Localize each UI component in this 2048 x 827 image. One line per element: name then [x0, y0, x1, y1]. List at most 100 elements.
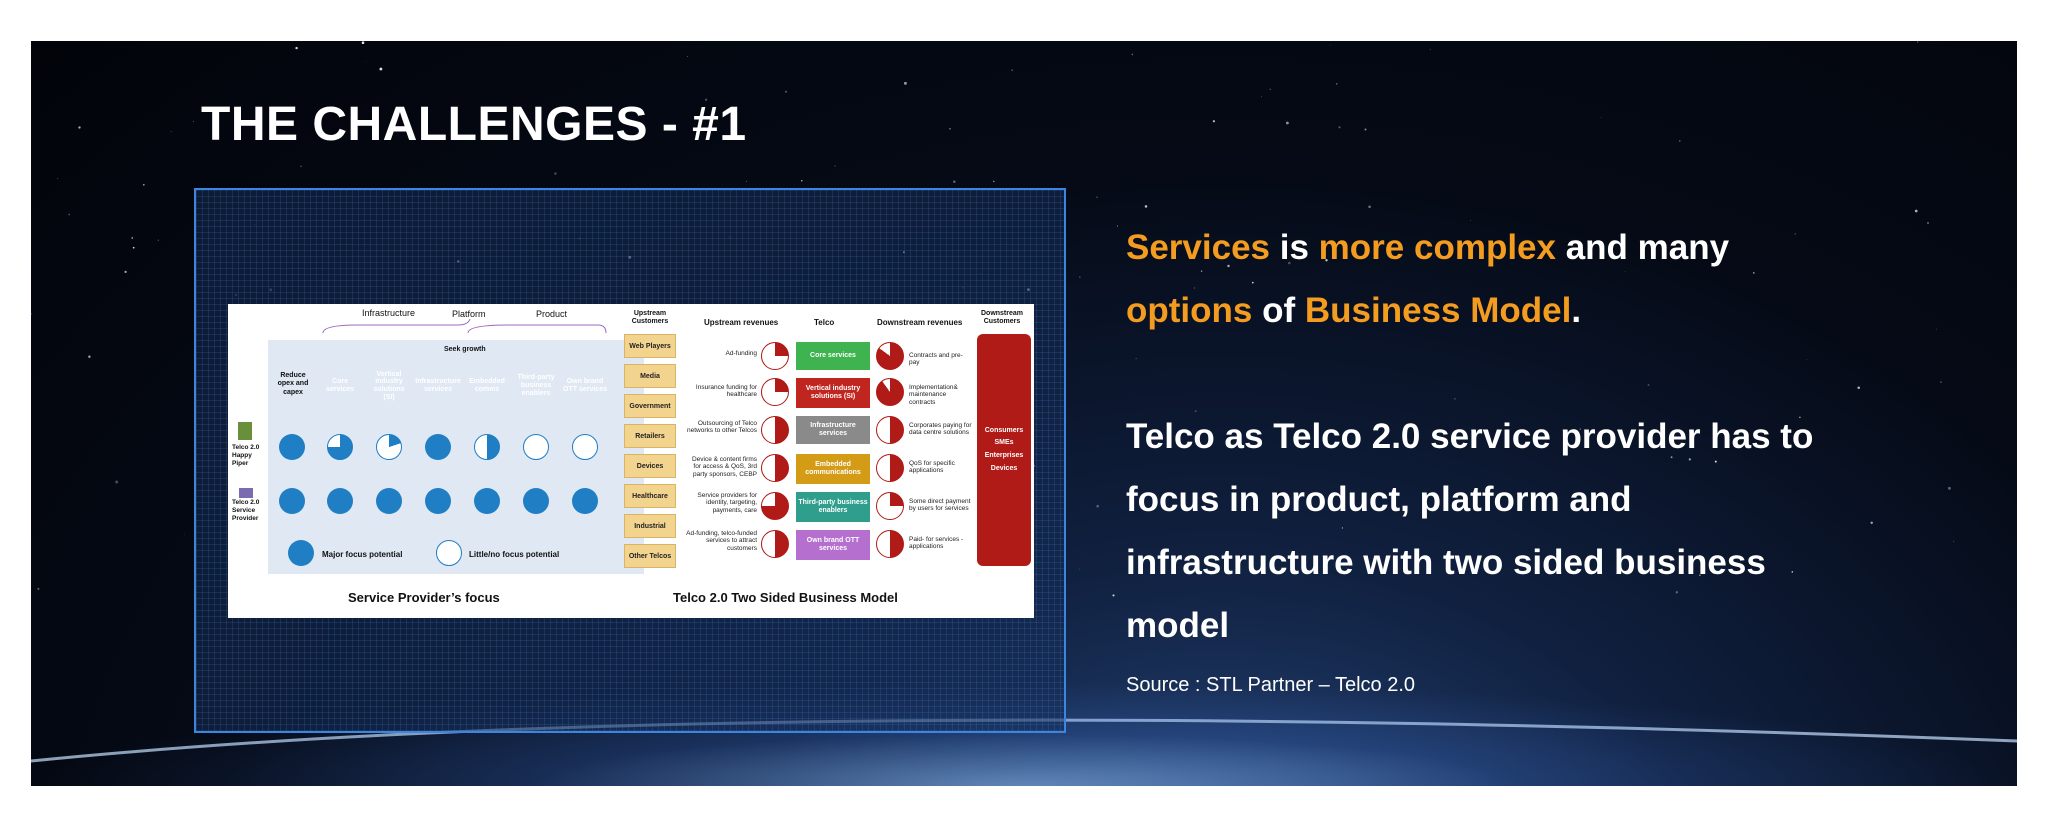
body-line: Telco as Telco 2.0 service provider has … [1126, 417, 1814, 456]
star [1079, 568, 1081, 570]
star [1335, 83, 1338, 85]
column-vertical-industry: Vertical industry solutions (SI) [373, 370, 405, 401]
downstream-revenue-label: Contracts and pre-pay [909, 352, 963, 367]
downstream-customer: Devices [990, 464, 1018, 472]
highlight-options: options [1126, 291, 1253, 330]
star [953, 180, 956, 183]
column-third-party: Third-party business enablers [517, 374, 555, 397]
star [687, 56, 688, 57]
telco-diagram: Infrastructure Platform Product Seek gro… [228, 304, 1034, 618]
star [1282, 247, 1284, 250]
upstream-revenue-label: Service providers for identity, targetin… [697, 492, 757, 514]
upstream-customer: Media [624, 364, 676, 388]
star [1325, 259, 1328, 262]
upstream-customer: Government [624, 394, 676, 418]
focus-circle [376, 434, 402, 460]
upstream-revenue-label: Ad-funding [725, 350, 757, 357]
star [1794, 233, 1796, 235]
telco-service-box: Core services [796, 342, 870, 370]
star [1116, 225, 1118, 227]
star [37, 587, 40, 590]
star [131, 237, 133, 239]
star [1600, 117, 1602, 118]
telco-service-box: Vertical industry solutions (SI) [796, 378, 870, 408]
downstream-revenue-label: Implementation& maintenance contracts [909, 384, 958, 406]
star [132, 246, 135, 249]
star [57, 177, 59, 179]
upstream-revenue-label: Outsourcing of Telco networks to other T… [687, 420, 757, 435]
star [325, 134, 327, 136]
row-label-service-provider: Telco 2.0 Service Provider [232, 499, 260, 522]
downstream-pie [876, 454, 904, 482]
star [1144, 205, 1148, 208]
star [1131, 53, 1133, 56]
focus-circle [327, 488, 353, 514]
star [1341, 527, 1343, 529]
telco-service-box: Embedded communications [796, 454, 870, 484]
star [1953, 540, 1955, 542]
star [142, 183, 145, 186]
upstream-customer: Devices [624, 454, 676, 478]
downstream-revenues-header: Downstream revenues [877, 318, 963, 327]
telco-service-box: Own brand OTT services [796, 530, 870, 560]
star [1914, 209, 1918, 213]
star [785, 90, 787, 93]
star [1936, 328, 1937, 330]
star [1699, 574, 1701, 576]
focus-circle [376, 488, 402, 514]
star [1344, 318, 1348, 322]
star [31, 312, 33, 315]
headline-text: of [1252, 291, 1305, 330]
right-caption: Telco 2.0 Two Sided Business Model [673, 590, 898, 605]
slide: THE CHALLENGES - #1 Infrastructure Platf… [31, 41, 2017, 786]
star [1227, 264, 1230, 268]
focus-circle [523, 488, 549, 514]
star [1212, 120, 1216, 123]
focus-circle [425, 434, 451, 460]
star [1940, 381, 1942, 383]
telco-header: Telco [814, 318, 835, 327]
star [1096, 504, 1100, 508]
row-label-happy-piper: Telco 2.0 Happy Piper [232, 444, 260, 467]
star [801, 180, 803, 182]
downstream-pie [876, 342, 904, 370]
star [1485, 316, 1487, 318]
star [1193, 287, 1195, 289]
star [295, 46, 298, 50]
star [1857, 386, 1860, 390]
upstream-revenue-label: Ad-funding, telco-funded services to att… [686, 530, 757, 552]
star [1194, 410, 1197, 412]
body-line: infrastructure with two sided business [1126, 543, 1766, 582]
downstream-pie [876, 530, 904, 558]
upstream-pie [761, 342, 789, 370]
upstream-customer: Other Telcos [624, 544, 676, 568]
star [1242, 255, 1244, 257]
figure-frame: Infrastructure Platform Product Seek gro… [194, 188, 1066, 733]
downstream-pie [876, 416, 904, 444]
star [1870, 521, 1873, 524]
star [1799, 416, 1801, 419]
star [1917, 41, 1919, 43]
star [170, 130, 172, 132]
star [1454, 398, 1456, 400]
star [1368, 205, 1371, 208]
legend-little-circle [436, 540, 462, 566]
left-caption: Service Provider’s focus [348, 590, 500, 605]
star [124, 270, 127, 274]
highlight-business-model: Business Model [1304, 291, 1572, 330]
layer-label-product: Product [536, 309, 568, 319]
star [1579, 428, 1581, 430]
star [1927, 222, 1929, 224]
highlight-services: Services [1126, 228, 1271, 267]
star [1429, 48, 1431, 50]
happy-piper-icon [238, 422, 252, 440]
upstream-revenue-label: Insurance funding for healthcare [695, 384, 757, 399]
star [379, 67, 383, 71]
legend-little-label: Little/no focus potential [469, 550, 560, 559]
focus-circle [327, 434, 353, 460]
downstream-customers-box: Consumers SMEs Enterprises Devices [977, 334, 1031, 566]
star [365, 61, 367, 63]
star [1096, 196, 1098, 198]
star [1011, 69, 1013, 71]
body-line: model [1126, 606, 1230, 645]
